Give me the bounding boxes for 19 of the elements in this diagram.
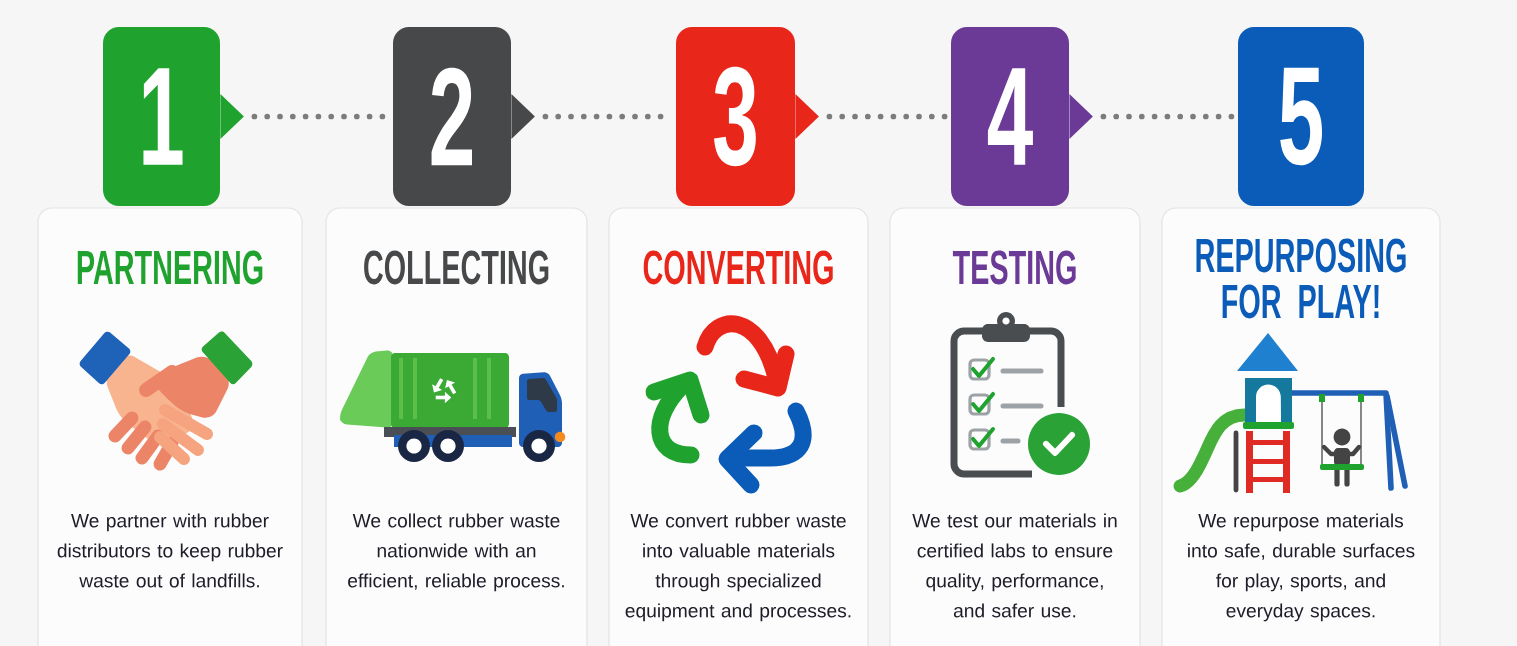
step-title: PARTNERING	[77, 250, 263, 285]
step-title: TESTING	[952, 250, 1076, 285]
step-title: COLLECTING	[364, 250, 549, 285]
step-description: We test our materials in certified labs to ensure quality, performance, and safer use.	[912, 513, 1117, 618]
step-title: CONVERTING	[643, 250, 833, 285]
dotted-connector	[1100, 113, 1235, 120]
step-description: We convert rubber waste into valuable materials through specialized equipment and processes.	[625, 513, 851, 622]
step-description: We collect rubber waste nationwide with an efficient, reliable process.	[348, 513, 564, 592]
number-badge: 4	[951, 27, 1093, 206]
dotted-connector	[542, 113, 664, 120]
number-badge: 5	[1238, 27, 1364, 206]
number-badge: 2	[393, 27, 535, 206]
number-badge: 3	[676, 27, 819, 206]
step-description: We repurpose materials into safe, durable surfaces for play, sports, and everyday spaces.	[1188, 513, 1415, 622]
step-description: We partner with rubber distributors to keep rubber waste out of landfills.	[57, 513, 283, 588]
dotted-connector	[826, 113, 948, 120]
step-title: REPURPOSING FOR PLAY!	[1196, 238, 1406, 319]
number-badge: 1	[103, 27, 244, 206]
dotted-connector	[251, 113, 386, 120]
